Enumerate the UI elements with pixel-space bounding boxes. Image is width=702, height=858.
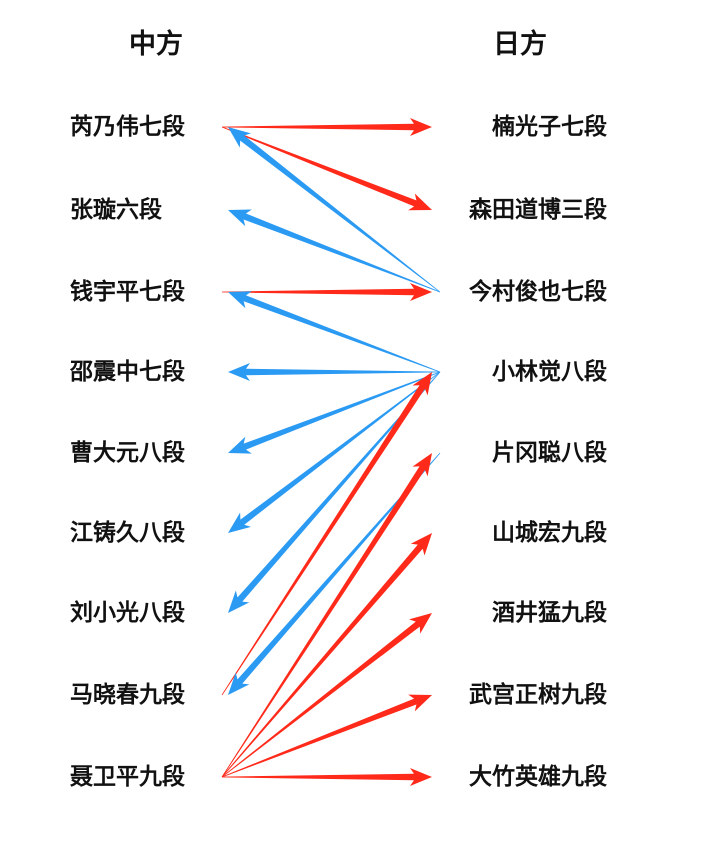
- china-player: 邵震中七段: [70, 359, 185, 385]
- china-win-arrow: [221, 533, 432, 778]
- china-win-arrow: [221, 613, 432, 778]
- japan-header: 日方: [493, 29, 547, 60]
- china-win-arrow: [221, 126, 432, 211]
- japan-win-arrow: [228, 291, 441, 373]
- japan-player: 今村俊也七段: [469, 279, 607, 305]
- china-win-arrow: [221, 694, 432, 778]
- japan-win-arrow: [228, 371, 441, 533]
- japan-player: 片冈聪八段: [492, 440, 607, 466]
- japan-win-arrow: [228, 363, 440, 381]
- japan-player: 山城宏九段: [492, 520, 607, 546]
- japan-player: 酒井猛九段: [492, 600, 607, 626]
- china-player: 钱宇平七段: [70, 279, 185, 305]
- japan-win-arrow: [228, 452, 441, 695]
- china-player: 张璇六段: [70, 197, 162, 223]
- japan-win-arrow: [228, 371, 441, 454]
- japan-win-arrow: [228, 209, 441, 293]
- china-win-arrow: [222, 283, 432, 301]
- japan-win-arrow: [228, 127, 441, 293]
- japan-player: 武宫正树九段: [469, 682, 607, 708]
- japan-player: 楠光子七段: [492, 114, 607, 140]
- china-player: 马晓春九段: [70, 682, 185, 708]
- china-win-arrow: [222, 118, 432, 136]
- japan-win-arrow: [228, 371, 441, 613]
- china-player: 芮乃伟七段: [70, 114, 185, 140]
- japan-player: 森田道博三段: [469, 197, 607, 223]
- china-header: 中方: [129, 29, 183, 60]
- china-win-arrow: [221, 453, 432, 778]
- japan-player: 小林觉八段: [492, 359, 607, 385]
- china-player: 曹大元八段: [70, 440, 185, 466]
- china-player: 刘小光八段: [70, 600, 185, 626]
- china-win-arrow: [221, 372, 432, 696]
- japan-player: 大竹英雄九段: [469, 764, 607, 790]
- china-player: 聂卫平九段: [70, 764, 185, 790]
- china-win-arrow: [222, 768, 432, 786]
- china-player: 江铸久八段: [70, 520, 185, 546]
